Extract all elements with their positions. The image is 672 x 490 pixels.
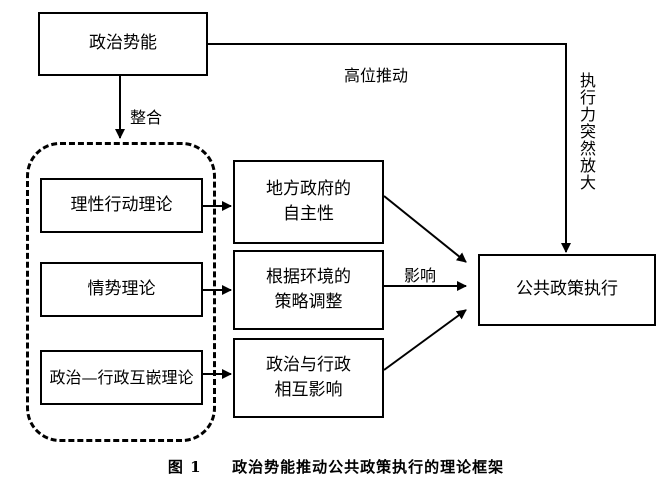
interaction-box: 政治与行政 相互影响 — [233, 338, 384, 418]
integrate-label: 整合 — [130, 108, 163, 127]
rational-action-theory-box: 理性行动理论 — [40, 178, 203, 233]
situation-theory-box: 情势理论 — [40, 262, 203, 317]
theory-group — [26, 142, 216, 442]
public-policy-box: 公共政策执行 — [478, 254, 656, 326]
figure-number: 图 1 — [167, 458, 202, 476]
public-policy-label: 公共政策执行 — [516, 279, 618, 300]
political-momentum-box: 政治势能 — [38, 12, 208, 76]
amplify-label: 执行力突然放大 — [577, 72, 596, 191]
strategy-adjust-box: 根据环境的 策略调整 — [233, 250, 384, 330]
arrow-autonomy-to-policy — [383, 195, 467, 263]
high-push-arrow — [208, 43, 571, 253]
rational-action-theory-label: 理性行动理论 — [70, 194, 173, 215]
political-momentum-label: 政治势能 — [89, 33, 157, 54]
embedding-theory-box: 政治—行政互嵌理论 — [40, 350, 203, 405]
embedding-theory-label: 政治—行政互嵌理论 — [49, 367, 194, 387]
local-autonomy-box: 地方政府的 自主性 — [233, 160, 384, 244]
situation-theory-label: 情势理论 — [87, 278, 156, 299]
arrow-interaction-to-policy — [383, 309, 467, 371]
interaction-line2: 相互影响 — [274, 380, 343, 400]
figure-title: 政治势能推动公共政策执行的理论框架 — [232, 458, 505, 476]
influence-label: 影响 — [404, 266, 437, 285]
interaction-line1: 政治与行政 — [266, 354, 351, 375]
strategy-adjust-line2: 策略调整 — [274, 292, 343, 312]
high-push-label: 高位推动 — [344, 66, 409, 85]
local-autonomy-line2: 自主性 — [283, 204, 334, 224]
figure-caption: 图 1 政治势能推动公共政策执行的理论框架 — [0, 456, 672, 477]
local-autonomy-line1: 地方政府的 — [266, 178, 351, 199]
strategy-adjust-line1: 根据环境的 — [266, 266, 351, 287]
